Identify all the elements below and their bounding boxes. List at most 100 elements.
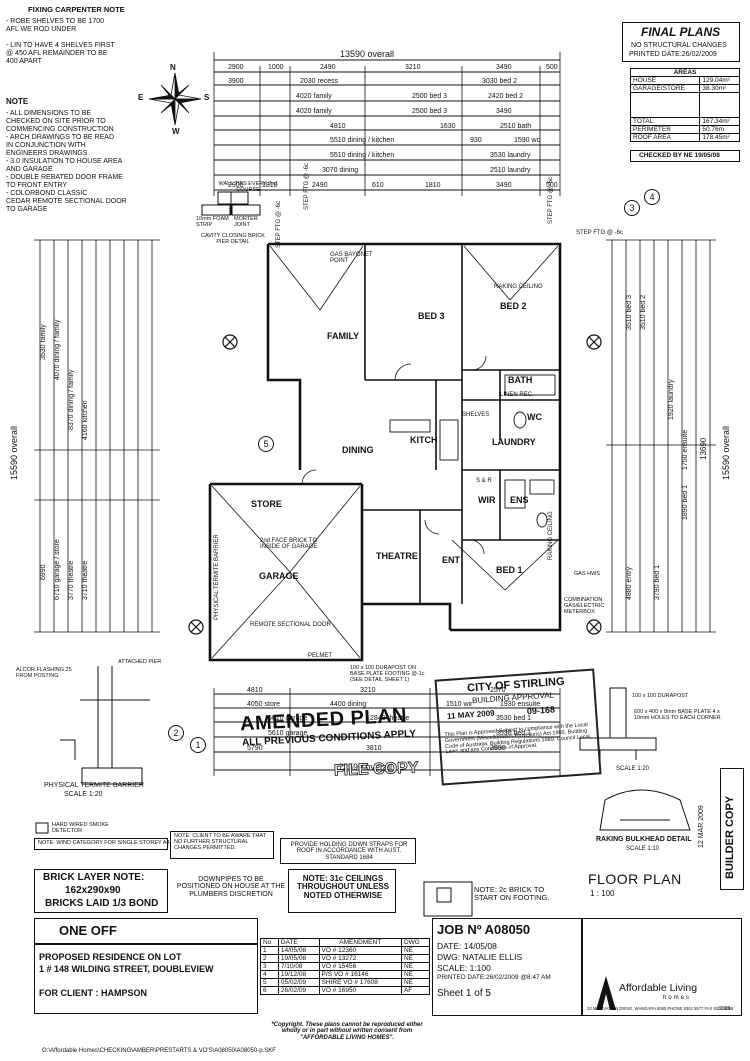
dim-text: 3510 bed 2: [640, 294, 647, 330]
amend-cell: 2: [260, 954, 279, 963]
note-line: CHECKED ON SITE PRIOR TO: [6, 118, 106, 125]
wind-note: NOTE: WIND CATEGORY FOR SINGLE STOREY A4: [38, 840, 170, 846]
sr-label: S & R: [476, 478, 492, 484]
brick-note-title: BRICK LAYER NOTE:: [43, 872, 145, 883]
address: 1 # 148 WILDING STREET, DOUBLEVIEW: [39, 964, 214, 974]
dim-text: 3770 theatre: [68, 560, 75, 600]
company-box: Affordable Living homes 33 MOTIVATION DR…: [582, 918, 742, 1016]
fixing-note-line: - ROBE SHELVES TO BE 1700: [6, 18, 105, 25]
dim-text: 2900: [228, 64, 244, 71]
job-date: DATE: 14/05/08: [437, 941, 497, 951]
sheet-number: Sheet 1 of 5: [437, 988, 491, 999]
note-line: TO GARAGE: [6, 206, 48, 213]
face-brick-label: 2nd FACE BRICK TO INSIDE OF GARAGE: [260, 538, 318, 551]
dim-text: 3710 theatre: [82, 560, 89, 600]
detail-marker-2: 2: [168, 725, 184, 741]
area-label: TOTAL: [629, 117, 701, 126]
dim-text: 3030 bed 2: [482, 78, 518, 85]
amend-header: No: [260, 938, 279, 947]
area-value: 38.30m²: [699, 84, 740, 93]
amend-cell: 7/10/08: [277, 962, 320, 971]
durapost-right-label: 100 x 100 DURAPOST: [632, 693, 689, 699]
fixing-note-title: FIXING CARPENTER NOTE: [28, 5, 125, 14]
note-line: - DOUBLE REBATED DOOR FRAME: [6, 174, 123, 181]
amend-cell: NE: [400, 946, 431, 955]
base-plate-label: 600 x 400 x 8mm BASE PLATE 4 x 10mm HOLE…: [634, 709, 723, 721]
amend-cell: 19/05/08: [277, 954, 320, 963]
amend-cell: 05/02/09: [277, 978, 320, 987]
dim-text: 6990: [40, 564, 47, 580]
dim-text: 6710 garage / store: [54, 539, 61, 600]
room-theatre: THEATRE: [376, 551, 418, 561]
dim-text: 8370 dining / family: [68, 369, 75, 430]
dim-text: 1920 laundry: [668, 379, 675, 420]
dim-text: 610: [372, 182, 384, 189]
mortar-joint-label: MORTER JOINT: [234, 216, 258, 228]
area-blank: [699, 92, 740, 118]
amend-cell: NE: [400, 954, 431, 963]
dim-text: 2510 laundry: [490, 167, 531, 174]
dim-text: 3530 bed 1: [496, 715, 532, 722]
general-notes: NOTE - ALL DIMENSIONS TO BE CHECKED ON S…: [6, 97, 156, 213]
brick-note-bond: BRICKS LAID 1/3 BOND: [45, 898, 159, 909]
job-info-box: JOB Nº A08050 DATE: 14/05/08 DWG: NATALI…: [432, 918, 582, 1016]
raking-ceiling-label: RAKING CEILING: [548, 511, 554, 560]
area-value: 167.34m²: [699, 117, 740, 126]
gas-hws-label: GAS HWS: [574, 571, 600, 577]
amend-cell: 1: [260, 946, 279, 955]
right-dim: 13690: [699, 437, 708, 460]
raking-bulkhead-title: RAKING BULKHEAD DETAIL: [596, 836, 692, 843]
right-overall-dim: 15590 overall: [721, 425, 731, 480]
room-dining: DINING: [342, 445, 374, 455]
area-label: GARAGE/STORE: [629, 84, 701, 93]
amend-cell: 6: [260, 986, 279, 995]
note-line: - 3.0 INSULATION TO HOUSE AREA: [6, 158, 123, 165]
dim-text: 3900: [228, 78, 244, 85]
amend-cell: 4: [260, 970, 279, 979]
ceilings-note-box: NOTE: 31c CEILINGS THROUGHOUT UNLESS NOT…: [288, 869, 396, 913]
dim-text: 2030 recess: [300, 78, 339, 85]
job-number: JOB Nº A08050: [437, 922, 531, 937]
termite-barrier-label: PHYSICAL TERMITE BARRIER: [214, 534, 220, 620]
dim-text: 2500 bed 3: [412, 108, 448, 115]
room-ent: ENT: [442, 555, 460, 565]
dim-text: 1810: [262, 182, 278, 189]
area-value: 178.45m²: [699, 133, 740, 142]
amend-cell: 5: [260, 978, 279, 987]
room-bed2: BED 2: [500, 301, 527, 311]
note-line: - COLORBOND CLASSIC: [6, 190, 88, 197]
dim-text: 1000: [268, 64, 284, 71]
compass-north: N: [170, 63, 176, 72]
linen-label: LINEN REC.: [500, 392, 534, 398]
dim-text: 4810: [330, 123, 346, 130]
detail-marker-3: 3: [624, 200, 640, 216]
dim-text: 2490: [320, 64, 336, 71]
gas-bayonet-label: GAS BAYONET POINT: [330, 252, 373, 265]
dim-text: 2840 theatre: [370, 715, 410, 722]
job-drawn-by: DWG: NATALIE ELLIS: [437, 952, 523, 962]
room-wir: WIR: [478, 495, 496, 505]
amend-cell: NE: [400, 970, 431, 979]
job-printed-date: PRINTED DATE:26/02/2009 @8:47 AM: [437, 974, 551, 981]
detail-marker-4: 4: [644, 189, 660, 205]
dim-text: 1590 wc: [514, 137, 541, 144]
note-line: - ALL DIMENSIONS TO BE: [6, 110, 92, 117]
room-store: STORE: [251, 499, 282, 509]
fixing-note-line: - LIN TO HAVE 4 SHELVES FIRST: [6, 42, 115, 49]
top-overall-dim: 13590 overall: [340, 49, 395, 59]
room-bed1: BED 1: [496, 565, 523, 575]
dim-text: 3210: [405, 64, 421, 71]
dim-text: 500: [546, 64, 558, 71]
remote-door-label: REMOTE SECTIONAL DOOR: [250, 622, 331, 628]
dim-text: 4020 family: [296, 108, 332, 115]
brick-start-note: NOTE: 2c BRICK TO START ON FOOTING.: [474, 885, 550, 902]
room-wc: WC: [527, 412, 542, 422]
company-sub: homes: [663, 995, 692, 1001]
amend-cell: SHIRE VO # 17608: [318, 978, 402, 987]
client-name: FOR CLIENT : HAMPSON: [39, 988, 147, 998]
note-line: TO FRONT ENTRY: [6, 182, 68, 189]
dim-text: 5790: [247, 745, 263, 752]
room-kitch: KITCH: [410, 435, 438, 445]
